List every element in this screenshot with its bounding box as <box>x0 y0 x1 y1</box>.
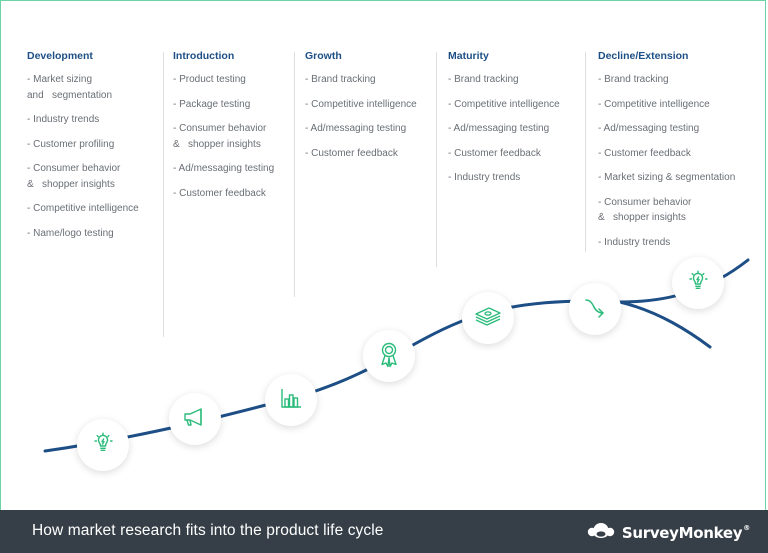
icon-stage-decline <box>569 283 621 335</box>
stage-growth: Growth - Brand tracking - Competitive in… <box>305 50 433 170</box>
stage-item: - Consumer behavior & shopper insights <box>173 123 267 150</box>
column-divider <box>163 52 164 337</box>
icon-stage-growth-peak <box>363 330 415 382</box>
stage-title: Growth <box>305 50 342 62</box>
stage-item: - Name/logo testing <box>27 227 114 239</box>
surveymonkey-logo-icon <box>586 521 616 544</box>
stage-item: - Customer feedback <box>598 147 691 159</box>
stage-item: - Ad/messaging testing <box>173 163 275 174</box>
stage-item: - Brand tracking <box>598 74 669 85</box>
stage-item: - Consumer behavior & shopper insights <box>598 196 692 224</box>
stage-item: - Customer profiling <box>27 138 115 150</box>
column-divider <box>436 52 437 267</box>
life-cycle-decline-branch <box>618 300 712 349</box>
icon-stage-introduction <box>169 393 221 445</box>
money-stack-icon <box>473 303 503 334</box>
megaphone-icon <box>181 404 209 435</box>
stage-item: - Industry trends <box>598 236 671 248</box>
stage-item: - Product testing <box>173 74 246 85</box>
stage-item: - Competitive intelligence <box>598 98 710 110</box>
stage-item: - Ad/messaging testing <box>305 123 407 134</box>
bar-chart-icon <box>278 385 304 416</box>
curved-arrow-icon <box>582 294 608 325</box>
brand-name-text: SurveyMonkey <box>621 523 743 542</box>
stage-item: - Competitive intelligence <box>448 98 560 110</box>
stage-item: - Ad/messaging testing <box>448 123 550 134</box>
stage-item: - Industry trends <box>448 172 521 183</box>
icon-stage-growth <box>265 374 317 426</box>
stage-item: - Customer feedback <box>305 147 398 159</box>
icon-stage-development <box>77 419 129 471</box>
stage-item: - Competitive intelligence <box>305 98 417 110</box>
lightbulb-icon <box>90 430 116 461</box>
stage-development: Development - Market sizing and segmenta… <box>27 50 157 250</box>
lightbulb-icon <box>685 268 711 299</box>
stage-title: Development <box>27 50 93 62</box>
stage-item-list: - Brand tracking - Competitive intellige… <box>305 72 433 161</box>
column-divider <box>585 52 586 252</box>
column-divider <box>294 52 295 297</box>
stage-item: - Package testing <box>173 98 251 110</box>
icon-stage-maturity <box>462 292 514 344</box>
stage-item: - Industry trends <box>27 114 100 125</box>
stage-item: - Brand tracking <box>305 74 376 85</box>
stage-decline-extension: Decline/Extension - Brand tracking - Com… <box>598 50 758 259</box>
award-ribbon-icon <box>377 340 401 373</box>
stage-item: - Ad/messaging testing <box>598 123 700 134</box>
stage-title: Introduction <box>173 50 235 62</box>
stage-maturity: Maturity - Brand tracking - Competitive … <box>448 50 578 195</box>
stage-title: Decline/Extension <box>598 50 689 62</box>
diagram-frame <box>0 0 766 510</box>
stage-item: - Market sizing and segmentation <box>27 74 113 101</box>
brand-logo: SurveyMonkey® <box>586 521 750 544</box>
registered-mark: ® <box>743 523 750 532</box>
stage-item: - Customer feedback <box>173 187 266 199</box>
stage-item-list: - Product testing - Package testing - Co… <box>173 72 293 201</box>
stage-item-list: - Brand tracking - Competitive intellige… <box>598 72 758 250</box>
stage-introduction: Introduction - Product testing - Package… <box>173 50 293 210</box>
footer-caption: How market research fits into the produc… <box>32 522 384 539</box>
stage-item-list: - Brand tracking - Competitive intellige… <box>448 72 578 186</box>
stage-title: Maturity <box>448 50 489 62</box>
stage-item-list: - Market sizing and segmentation - Indus… <box>27 72 157 241</box>
stage-item: - Consumer behavior & shopper insights <box>27 163 121 190</box>
stage-item: - Customer feedback <box>448 147 541 159</box>
stage-item: - Market sizing & segmentation <box>598 172 736 183</box>
stage-item: - Brand tracking <box>448 74 519 85</box>
icon-stage-extension <box>672 257 724 309</box>
stage-item: - Competitive intelligence <box>27 203 139 214</box>
brand-name: SurveyMonkey® <box>622 524 750 542</box>
footer-bar: How market research fits into the produc… <box>0 510 768 553</box>
